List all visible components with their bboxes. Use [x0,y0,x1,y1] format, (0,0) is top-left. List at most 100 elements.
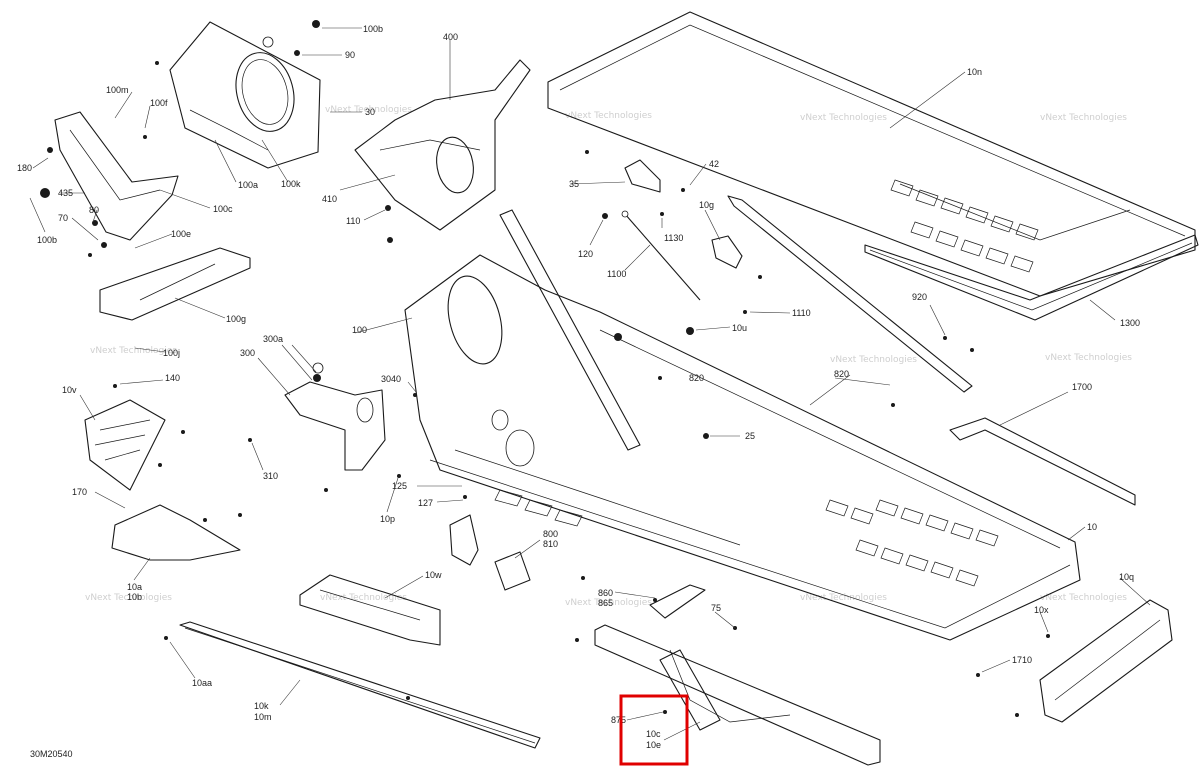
callout-10aa: 10aa [192,678,212,688]
callout-180: 180 [17,163,32,173]
callout-860: 860 [598,588,613,598]
watermark-text: vNext Technologies [325,105,412,115]
callout-10m: 10m [254,712,272,722]
part-400-steering-frame [354,59,531,231]
callout-10w: 10w [425,570,442,580]
callout-300a: 300a [263,334,283,344]
watermark-text: vNext Technologies [830,355,917,365]
callout-1700: 1700 [1072,382,1092,392]
callout-1110: 1110 [792,308,811,318]
watermark-text: vNext Technologies [1045,353,1132,363]
watermark-text: vNext Technologies [800,113,887,123]
callout-100b: 100b [363,24,383,34]
part-100a-front-frame [169,21,321,169]
callout-10c: 10c [646,729,661,739]
part-920-strut [727,195,973,393]
callout-920: 920 [912,292,927,302]
callout-125: 125 [392,481,407,491]
callout-410: 410 [322,194,337,204]
callout-10v: 10v [62,385,77,395]
part-170-bracket [111,504,241,561]
callout-1710: 1710 [1012,655,1032,665]
callout-865: 865 [598,598,613,608]
part-1100-rod [621,210,701,301]
highlight-box [619,694,689,766]
callout-435: 435 [58,188,73,198]
callout-100f: 100f [150,98,168,108]
callout-30: 30 [365,107,375,117]
part-10g-clip [711,235,743,269]
callout-42: 42 [709,159,719,169]
callout-10u: 10u [732,323,747,333]
callout-1300: 1300 [1120,318,1140,328]
callout-820: 820 [834,369,849,379]
callout-100m: 100m [106,85,129,95]
callout-140: 140 [165,373,180,383]
part-300-mount [284,362,386,471]
watermark-text: vNext Technologies [320,593,407,603]
callout-80: 80 [89,205,99,215]
callout-100k: 100k [281,179,301,189]
diagram-code: 30M20540 [30,749,73,759]
callout-100b: 100b [37,235,57,245]
callout-120: 120 [578,249,593,259]
watermark-text: vNext Technologies [85,593,172,603]
callout-10n: 10n [967,67,982,77]
callout-10a: 10a [127,582,142,592]
callout-90: 90 [345,50,355,60]
callout-100a: 100a [238,180,258,190]
fasteners [40,20,1050,717]
callout-310: 310 [263,471,278,481]
callout-127: 127 [418,498,433,508]
callout-10: 10 [1087,522,1097,532]
part-860-arm [649,584,706,619]
part-125-bracket [449,514,479,566]
callout-1100: 1100 [607,269,626,279]
part-10-main-chassis [404,209,1081,641]
callout-10k: 10k [254,701,269,711]
watermark-text: vNext Technologies [800,593,887,603]
callout-100: 100 [352,325,367,335]
callout-100j: 100j [163,348,180,358]
callout-100e: 100e [171,229,191,239]
callout-100g: 100g [226,314,246,324]
callout-1130: 1130 [664,233,683,243]
part-10k-skid-rail [179,621,541,749]
callout-70: 70 [58,213,68,223]
callout-10g: 10g [699,200,714,210]
callout-10b: 10b [127,592,142,602]
callout-75: 75 [711,603,721,613]
callout-810: 810 [543,539,558,549]
part-100c-bracket [54,111,179,241]
callout-10x: 10x [1034,605,1049,615]
callout-25: 25 [745,431,755,441]
callout-10p: 10p [380,514,395,524]
callout-400: 400 [443,32,458,42]
callout-35: 35 [569,179,579,189]
watermark-text: vNext Technologies [1040,113,1127,123]
watermarks: vNext Technologies vNext Technologies vN… [85,105,1132,608]
part-10q-rear-member [1039,599,1173,723]
part-1300-rail [864,234,1199,321]
part-10n-tunnel-panel [547,11,1196,297]
part-35-bracket [624,159,661,193]
callout-10q: 10q [1119,572,1134,582]
callout-170: 170 [72,487,87,497]
watermark-text: vNext Technologies [565,598,652,608]
callout-800: 800 [543,529,558,539]
callout-875: 875 [611,715,626,725]
callout-3040: 3040 [381,374,401,384]
part-100g-plate [99,247,251,321]
watermark-text: vNext Technologies [1040,593,1127,603]
callout-110: 110 [346,216,360,226]
watermark-text: vNext Technologies [565,111,652,121]
watermark-text: vNext Technologies [90,346,177,356]
chassis-cutouts [494,489,999,587]
part-1700-rail [949,417,1136,506]
part-10w-frame [299,574,441,646]
callout-labels: 100b 90 30 100m 100f 180 435 80 70 100b … [17,24,1140,750]
leader-lines [29,27,1151,741]
callout-820: 820 [689,373,704,383]
